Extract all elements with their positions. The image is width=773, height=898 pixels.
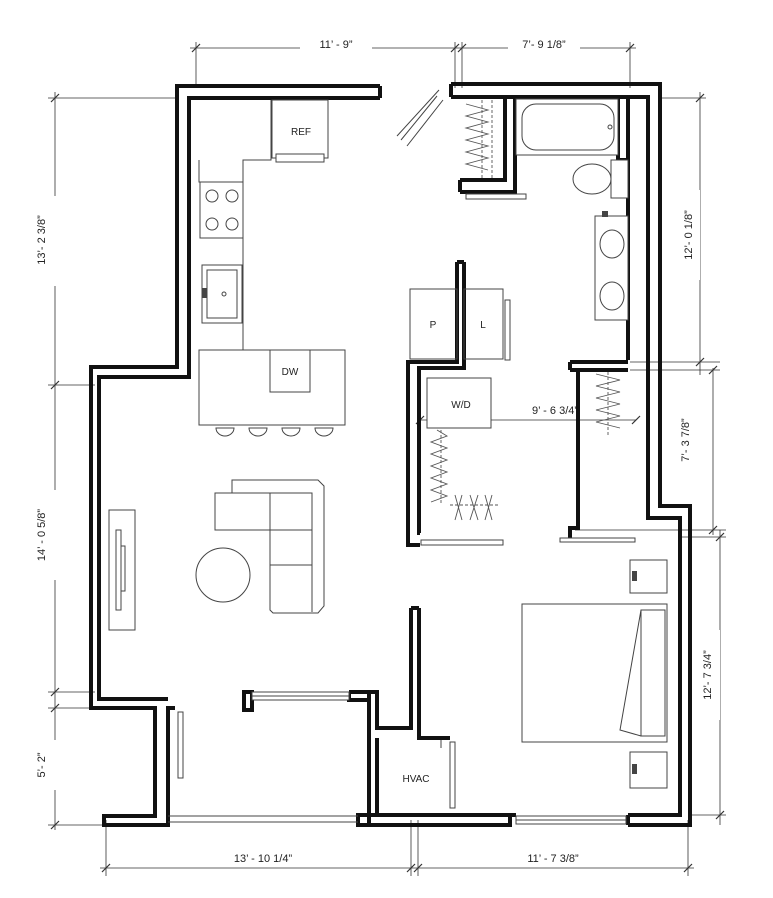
label-washer-dryer: W/D [451,400,470,411]
refrigerator [271,99,329,159]
bathroom [464,98,629,435]
label-dishwasher: DW [282,367,299,378]
bathtub [515,98,619,156]
bed [521,603,668,743]
kitchen: REF DW [198,99,346,437]
coffee-table [195,547,251,603]
dishwasher [269,349,311,393]
dim-right-upper: 12’- 0 1/8” [683,210,695,260]
cooktop [199,181,244,239]
dim-bottom-right: 11’ - 7 3/8” [527,853,579,865]
utility-closets: P L W/D [409,288,504,521]
label-hvac: HVAC [402,774,429,785]
closet-hangers [429,429,500,521]
doors [168,89,636,825]
dim-interior-closet: 9’ - 6 3/4” [532,405,578,417]
toilet-bowl [572,163,612,195]
washer-dryer [426,377,492,429]
bedroom: HVAC [402,559,668,789]
dim-bottom-left: 13’ - 10 1/4” [234,853,293,865]
entry-closet-hangers [464,100,493,180]
dim-right-middle: 7’- 3 7/8” [680,418,692,462]
dim-right-lower: 12’- 7 3/4” [702,650,714,700]
bar-stools [215,427,334,437]
dim-top-left: 11’ - 9” [319,39,352,51]
dim-left-middle: 14’ - 0 5/8” [36,509,48,562]
dim-left-upper: 13’- 2 3/8” [36,215,48,265]
label-pantry: P [430,320,437,331]
bath-closet-hangers [595,372,621,435]
living-room [108,479,325,631]
label-linen: L [480,320,486,331]
toilet-tank [610,159,629,199]
dim-top-right: 7’- 9 1/8” [522,39,566,51]
dim-left-lower: 5’- 2” [36,752,48,777]
label-refrigerator: REF [291,127,311,138]
